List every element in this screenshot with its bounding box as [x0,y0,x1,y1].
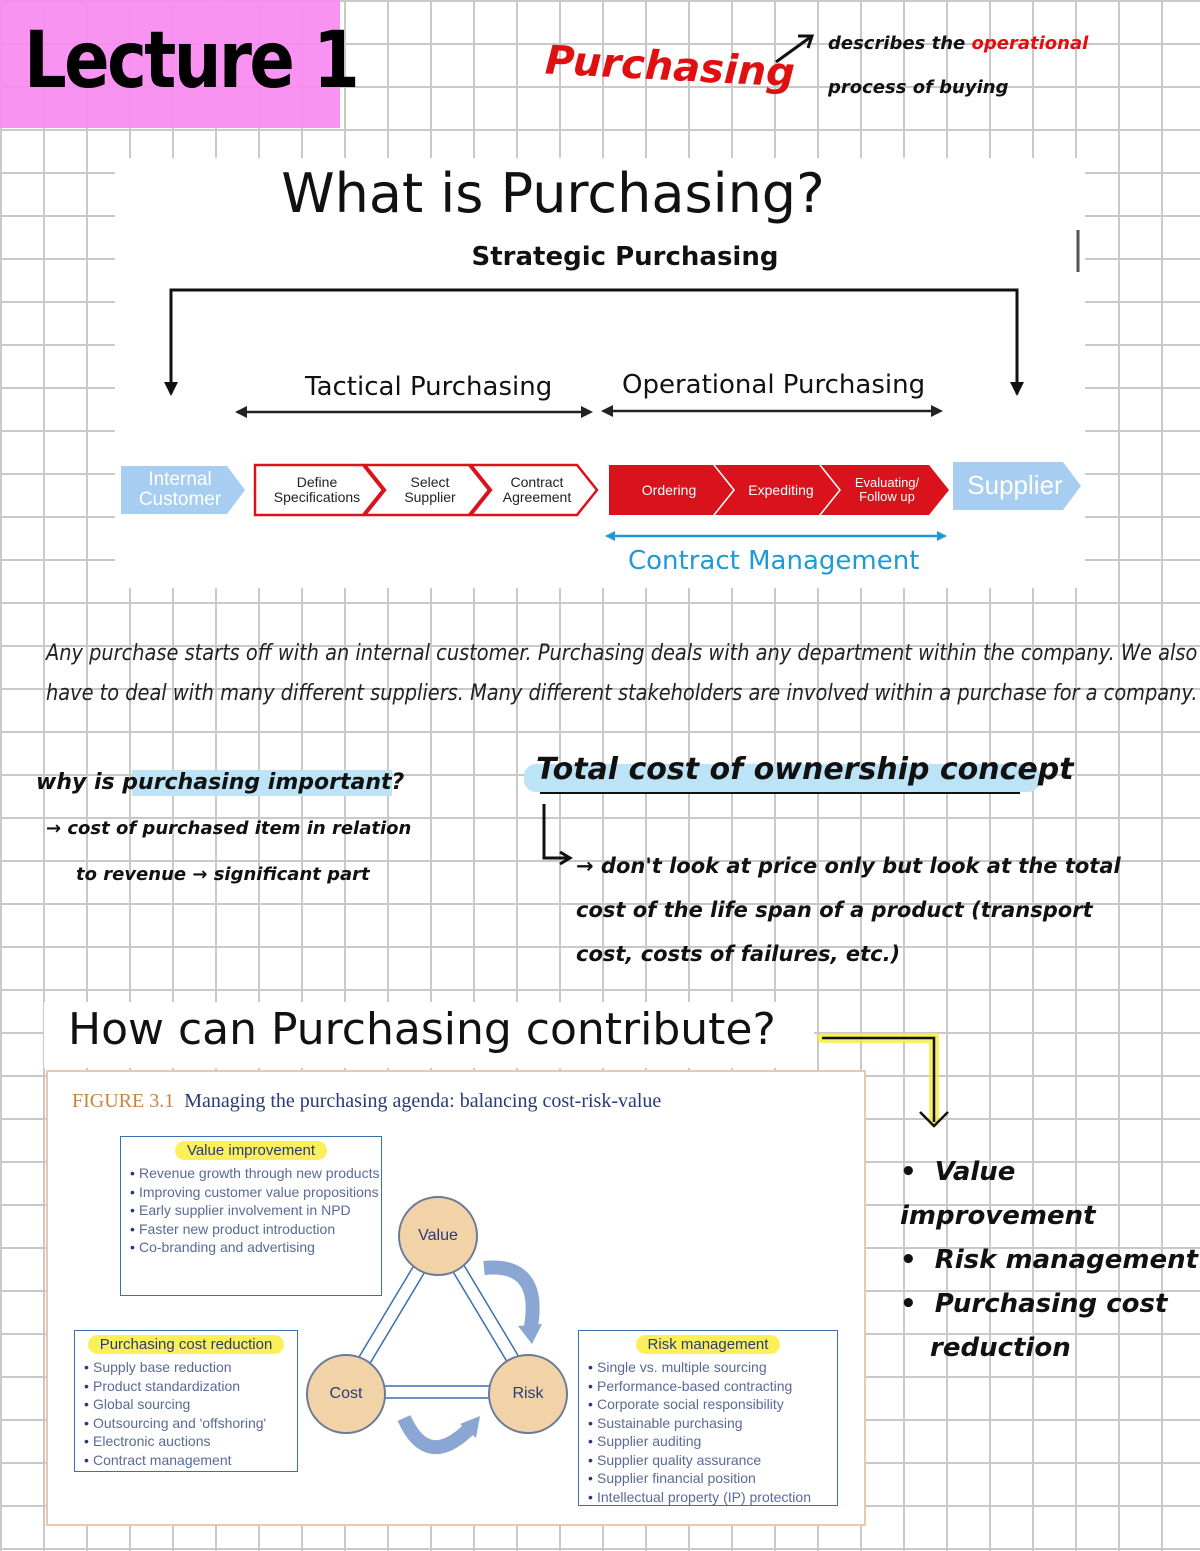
step-evaluating: Evaluating/ Follow up [854,475,920,504]
paragraph-line: have to deal with many different supplie… [46,681,1198,706]
list-item: Early supplier involvement in NPD [130,1201,381,1220]
describes-note-b: process of buying [828,77,1009,98]
describes-note-a: describes the [828,33,972,54]
list-item: Intellectual property (IP) protection [588,1488,837,1507]
list-item: • Value improvement [900,1157,1096,1231]
list-item: Contract management [84,1451,297,1470]
bullet-text: Purchasing cost [934,1289,1168,1319]
describes-note-red: operational [971,33,1089,54]
list-item: Sustainable purchasing [588,1414,837,1433]
strategic-purchasing-label: Strategic Purchasing [471,242,779,272]
highlight-blue [132,770,392,796]
risk-circle: Risk [488,1354,568,1434]
paragraph-line: Any purchase starts off with an internal… [46,641,1198,666]
tco-title: Total cost of ownership concept [536,752,1074,787]
cost-reduction-heading: Purchasing cost reduction [87,1335,285,1354]
strategic-diagram [121,230,1081,541]
list-item: Performance-based contracting [588,1377,837,1396]
list-item: Product standardization [84,1377,297,1396]
list-item: Single vs. multiple sourcing [588,1358,837,1377]
lecture-highlight [0,0,340,128]
list-item: Global sourcing [84,1395,297,1414]
list-item: Revenue growth through new products [130,1164,381,1183]
arrow-down-right-icon [542,804,573,866]
tactical-purchasing-label: Tactical Purchasing [305,372,553,402]
why-answer-line: to revenue → significant part [76,864,370,885]
highlight-blue [524,764,1040,792]
arrow-down-icon [817,1033,949,1128]
figure-number: FIGURE 3.1 [72,1090,175,1112]
why-answer-line: → cost of purchased item in relation [46,818,412,839]
purchasing-note: Purchasing [543,37,796,97]
why-question-a: why is [36,770,123,795]
figure-caption: FIGURE 3.1 Managing the purchasing agend… [72,1090,661,1113]
list-item: Supplier quality assurance [588,1451,837,1470]
lecture-title: Lecture 1 [24,16,360,106]
list-item: • Risk management [900,1245,1199,1275]
list-item: Faster new product introduction [130,1220,381,1239]
triangle-arrows [355,1260,542,1455]
why-question: why is purchasing important? [36,770,404,795]
cost-circle: Cost [306,1354,386,1434]
supplier-step: Supplier [967,470,1063,501]
contract-management-label: Contract Management [628,546,920,576]
risk-management-box: Risk management Single vs. multiple sour… [578,1330,838,1506]
step-select-supplier: Select Supplier [404,474,456,505]
contribute-title: How can Purchasing contribute? [68,1004,776,1055]
tco-line: → don't look at price only but look at t… [576,854,1121,878]
value-circle: Value [398,1196,478,1276]
value-improvement-heading: Value improvement [174,1141,328,1160]
list-item: reduction [930,1333,1071,1363]
figure-3-1: FIGURE 3.1 Managing the purchasing agend… [46,1070,866,1526]
slide-title: What is Purchasing? [281,162,825,225]
list-item: Supplier financial position [588,1469,837,1488]
notes-paragraph: Any purchase starts off with an internal… [46,634,1198,714]
operational-purchasing-label: Operational Purchasing [622,370,926,400]
contribution-bullets: • Value improvement • Risk management • … [900,1150,1200,1370]
purchasing-cost-reduction-box: Purchasing cost reduction Supply base re… [74,1330,298,1472]
list-item: • Purchasing cost [900,1289,1168,1319]
tco-line: cost of the life span of a product (tran… [576,898,1093,922]
bullet-text: Risk management [934,1245,1199,1275]
bullet-text: Value improvement [900,1157,1096,1231]
why-question-b: purchasing important? [122,770,405,795]
describes-note: describes the operational process of buy… [828,22,1088,110]
purchasing-slide: What is Purchasing? Strategic Purchasing… [115,158,1085,588]
list-item: Co-branding and advertising [130,1238,381,1257]
list-item: Electronic auctions [84,1432,297,1451]
value-improvement-box: Value improvement Revenue growth through… [120,1136,382,1296]
step-define-specifications: Define Specifications [273,474,361,505]
list-item: Outsourcing and 'offshoring' [84,1414,297,1433]
step-contract-agreement: Contract Agreement [502,474,572,505]
contribute-slide [44,1002,814,1068]
tco-line: cost, costs of failures, etc.) [576,942,901,966]
list-item: Supply base reduction [84,1358,297,1377]
arrow-up-right-icon [775,34,815,64]
list-item: Corporate social responsibility [588,1395,837,1414]
internal-customer-step: Internal Customer [138,469,222,510]
figure-caption-text: Managing the purchasing agenda: balancin… [184,1090,662,1112]
step-expediting: Expediting [748,481,814,498]
risk-management-heading: Risk management [635,1335,781,1354]
list-item: Improving customer value propositions [130,1183,381,1202]
tco-underline [540,792,1020,794]
list-item: Supplier auditing [588,1432,837,1451]
step-ordering: Ordering [641,481,697,498]
tco-body: → don't look at price only but look at t… [576,844,1121,976]
